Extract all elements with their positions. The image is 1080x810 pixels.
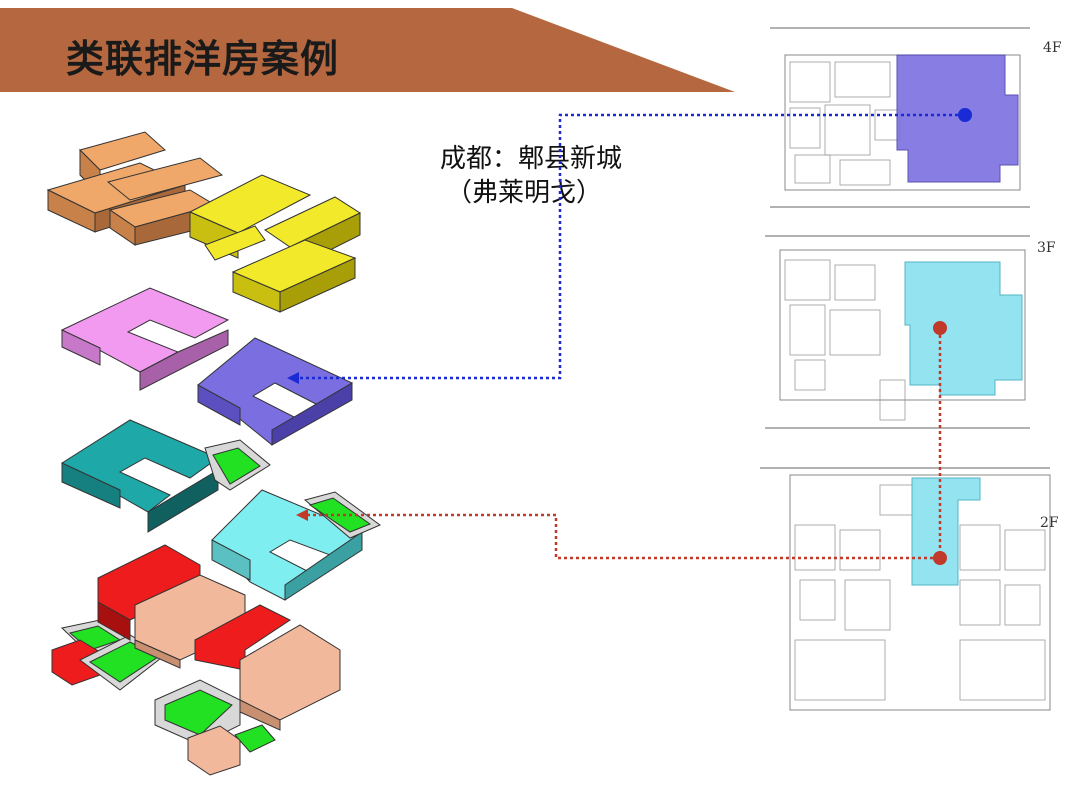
teal-block-group bbox=[61, 419, 271, 533]
pink-block-group bbox=[60, 287, 230, 391]
title-band bbox=[0, 8, 735, 92]
red-connector bbox=[296, 335, 942, 560]
exploded-axonometric-diagram bbox=[46, 131, 381, 776]
floor-label-4f: 4F bbox=[1043, 40, 1062, 56]
floor-plan-2f bbox=[760, 467, 1051, 711]
project-caption: 成都：郫县新城 （弗莱明戈） bbox=[440, 142, 622, 210]
caption-project-name: （弗莱明戈） bbox=[446, 178, 603, 208]
orange-block-group bbox=[46, 131, 224, 246]
cyan-block-group bbox=[211, 489, 381, 601]
floor-plan-4f bbox=[770, 27, 1030, 208]
yellow-block-group bbox=[188, 174, 362, 313]
ground-block-group bbox=[51, 544, 341, 776]
slide-title: 类联排洋房案例 bbox=[66, 37, 340, 81]
purple-block-group bbox=[197, 337, 354, 446]
floor-label-3f: 3F bbox=[1037, 240, 1056, 256]
floor-plan-3f bbox=[765, 235, 1030, 429]
floor-label-2f: 2F bbox=[1040, 515, 1059, 531]
blue-connector bbox=[287, 113, 958, 384]
caption-location: 成都：郫县新城 bbox=[440, 144, 623, 174]
